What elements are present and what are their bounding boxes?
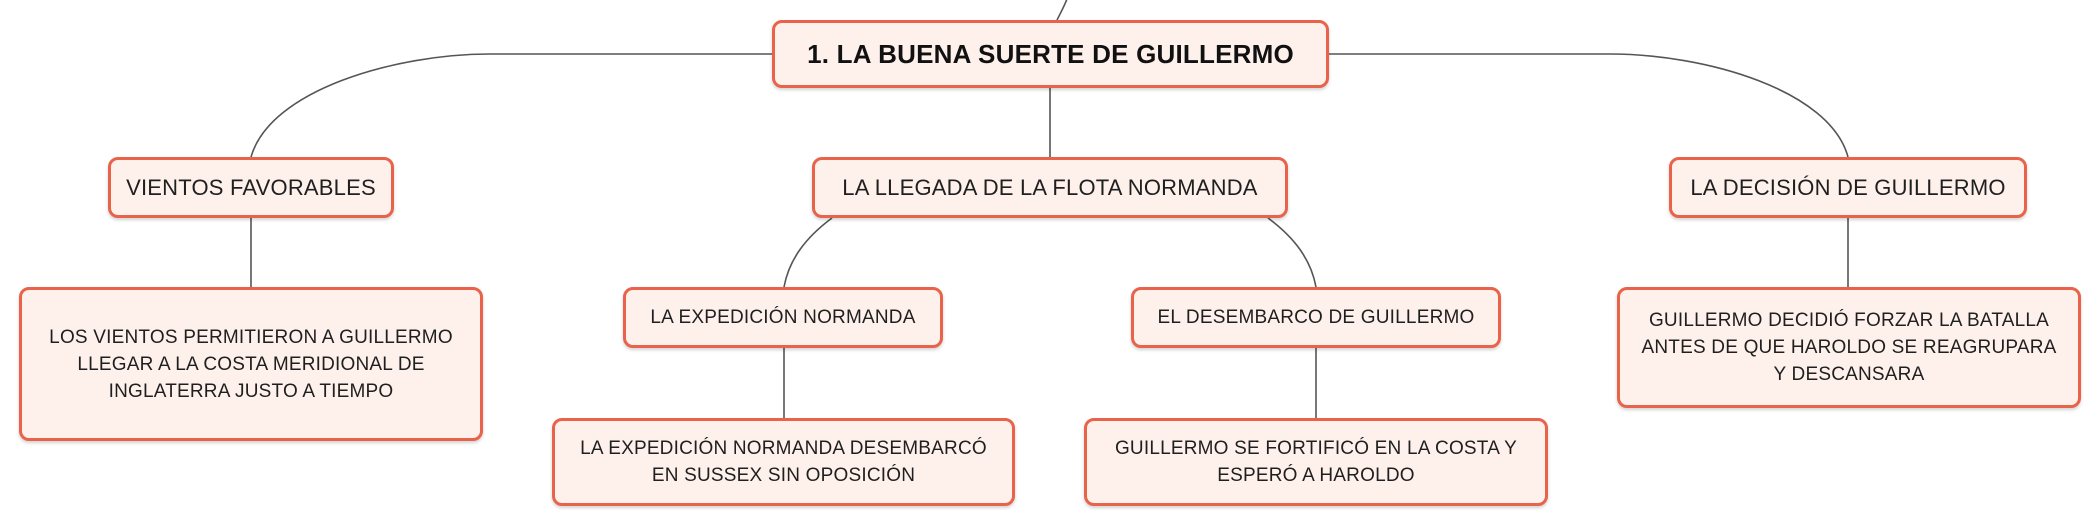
connector-llegada-expedicion bbox=[783, 217, 833, 288]
detail-text: GUILLERMO DECIDIÓ FORZAR LA BATALLA ANTE… bbox=[1641, 310, 2057, 385]
topic-label: LA DECISIÓN DE GUILLERMO bbox=[1690, 174, 2006, 200]
subtopic-label: EL DESEMBARCO DE GUILLERMO bbox=[1157, 306, 1475, 328]
subtopic-label: LA EXPEDICIÓN NORMANDA bbox=[650, 306, 916, 328]
detail-text: GUILLERMO SE FORTIFICÓ EN LA COSTA Y ESP… bbox=[1114, 438, 1518, 486]
detail-vientos[interactable]: LOS VIENTOS PERMITIERON A GUILLERMO LLEG… bbox=[19, 287, 483, 441]
detail-desembarco[interactable]: GUILLERMO SE FORTIFICÓ EN LA COSTA Y ESP… bbox=[1084, 418, 1548, 506]
connector-root-vientos bbox=[250, 53, 772, 158]
detail-text: LOS VIENTOS PERMITIERON A GUILLERMO LLEG… bbox=[49, 326, 453, 402]
topic-vientos-favorables[interactable]: VIENTOS FAVORABLES bbox=[108, 157, 394, 218]
detail-expedicion[interactable]: LA EXPEDICIÓN NORMANDA DESEMBARCÓ EN SUS… bbox=[552, 418, 1015, 506]
subtopic-expedicion-normanda[interactable]: LA EXPEDICIÓN NORMANDA bbox=[623, 287, 943, 348]
detail-text: LA EXPEDICIÓN NORMANDA DESEMBARCÓ EN SUS… bbox=[580, 438, 987, 486]
connector-llegada-desembarco bbox=[1267, 217, 1317, 288]
connector-root-parent bbox=[1056, 0, 1068, 21]
detail-decision[interactable]: GUILLERMO DECIDIÓ FORZAR LA BATALLA ANTE… bbox=[1617, 287, 2081, 408]
subtopic-desembarco-de-guillermo[interactable]: EL DESEMBARCO DE GUILLERMO bbox=[1131, 287, 1501, 348]
topic-label: VIENTOS FAVORABLES bbox=[126, 174, 376, 200]
topic-label: LA LLEGADA DE LA FLOTA NORMANDA bbox=[842, 174, 1258, 200]
root-topic-node[interactable]: 1. LA BUENA SUERTE DE GUILLERMO bbox=[772, 20, 1329, 88]
topic-llegada-flota-normanda[interactable]: LA LLEGADA DE LA FLOTA NORMANDA bbox=[812, 157, 1288, 218]
topic-decision-de-guillermo[interactable]: LA DECISIÓN DE GUILLERMO bbox=[1669, 157, 2027, 218]
root-topic-label: 1. LA BUENA SUERTE DE GUILLERMO bbox=[807, 38, 1294, 69]
connector-root-decision bbox=[1329, 53, 1849, 158]
